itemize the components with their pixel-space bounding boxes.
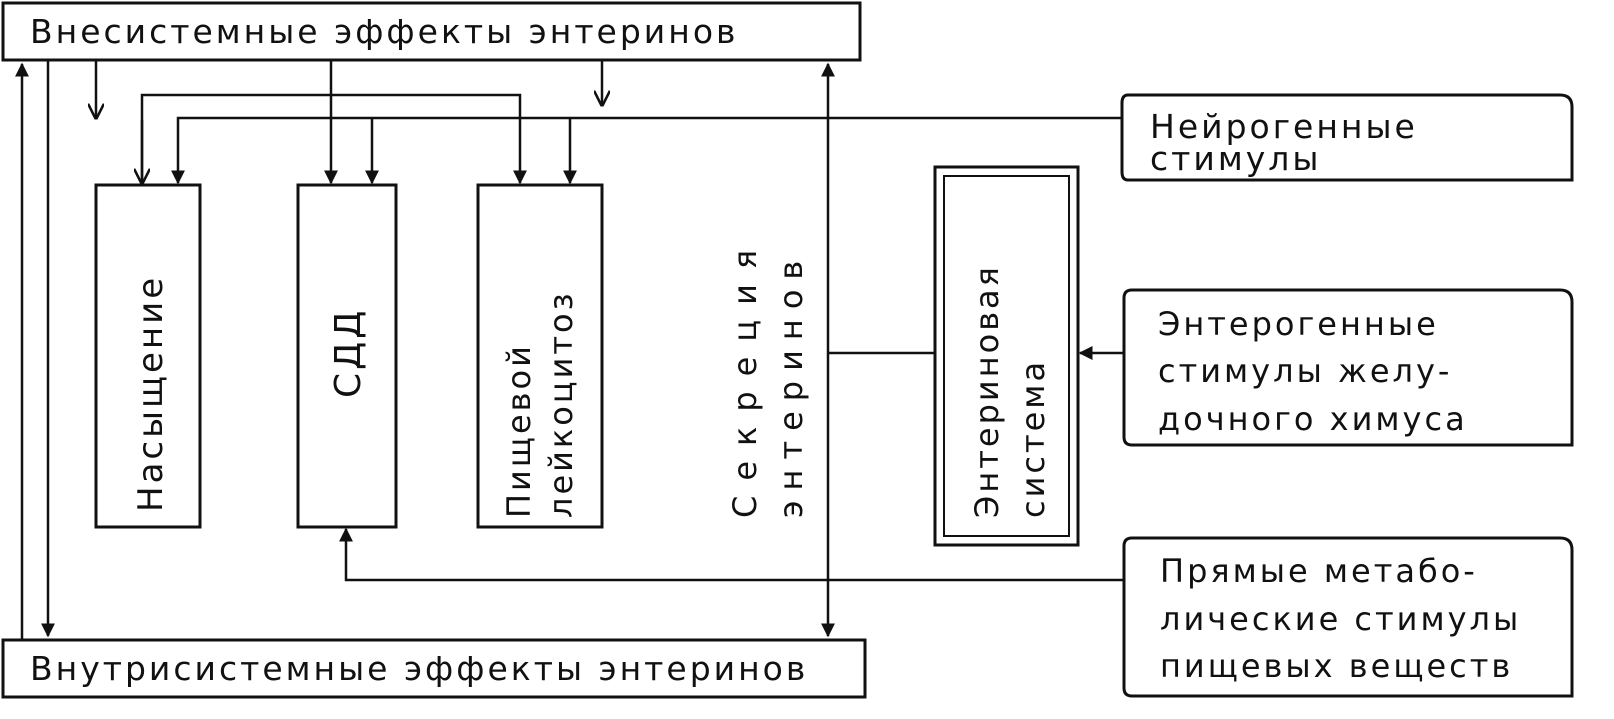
neurogenic-label-1: Нейрогенные: [1150, 107, 1418, 146]
metabolic-box: [1122, 536, 1574, 698]
neurogenic-box: [1120, 93, 1574, 182]
enterogenic-label-3: дочного химуса: [1158, 400, 1468, 438]
leukocytosis-box: [476, 183, 604, 529]
sdd-box: [296, 183, 398, 529]
bottom-effects-label: Внутрисистемные эффекты энтеринов: [30, 649, 808, 688]
enterogenic-label-1: Энтерогенные: [1158, 305, 1439, 343]
sdd-label: СДД: [328, 308, 369, 398]
satiety-box: [94, 183, 202, 529]
enterin-system-label-1: Энтериновая: [968, 264, 1006, 518]
enterogenic-box: [1122, 288, 1574, 447]
metabolic-label-1: Прямые метабо-: [1160, 552, 1478, 590]
secretion-label-1: Секреция: [726, 235, 764, 518]
neurogenic-label-2: стимулы: [1150, 139, 1321, 178]
satiety-label: Насыщение: [131, 275, 171, 512]
top-effects-box: [1, 1, 862, 62]
metabolic-to-sdd-arrow: [339, 527, 1124, 582]
top-effects-label: Внесистемные эффекты энтеринов: [30, 12, 738, 51]
leukocytosis-label-2: лейкоцитоз: [542, 290, 580, 518]
bottom-effects-box: [1, 638, 867, 699]
enterin-system-label-2: система: [1014, 359, 1052, 518]
leukocytosis-label-1: Пищевой: [500, 343, 538, 518]
secretion-label-2: энтеринов: [772, 251, 810, 518]
metabolic-label-3: пищевых веществ: [1160, 647, 1513, 685]
enterin-system-box-inner: [943, 175, 1070, 537]
enterogenic-label-2: стимулы желу-: [1158, 352, 1452, 390]
enterin-system-box-outer: [933, 165, 1080, 547]
neurogenic-line: [171, 116, 1122, 185]
metabolic-label-2: лические стимулы: [1160, 600, 1521, 638]
